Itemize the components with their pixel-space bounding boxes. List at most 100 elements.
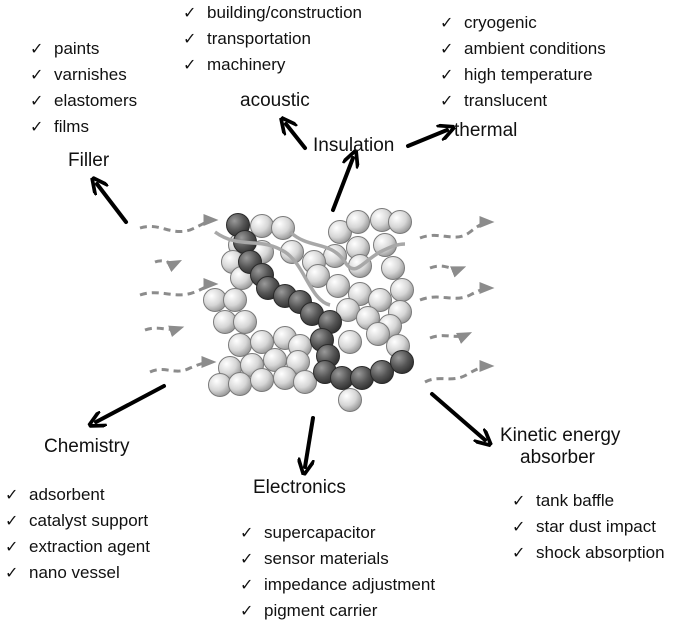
flow-arrow [149, 356, 217, 374]
flow-arrow [139, 214, 219, 233]
flow-arrow [419, 282, 495, 302]
insulation-label: Insulation [313, 135, 395, 156]
kinetic-arrow [430, 392, 485, 440]
insulation-arrow [331, 158, 353, 212]
check-icon: ✓ [240, 603, 254, 620]
light-sphere-icon [250, 330, 274, 354]
list-item: ✓catalyst support [5, 508, 150, 534]
list-item: ✓elastomers [30, 88, 137, 114]
light-sphere-icon [228, 333, 252, 357]
thermal-list: ✓cryogenic ✓ambient conditions ✓high tem… [440, 10, 606, 114]
light-sphere-icon [273, 366, 297, 390]
list-item: ✓paints [30, 36, 137, 62]
list-item: ✓adsorbent [5, 482, 150, 508]
list-item: ✓cryogenic [440, 10, 606, 36]
light-sphere-icon [368, 288, 392, 312]
electronics-arrow [305, 416, 315, 467]
list-item: ✓varnishes [30, 62, 137, 88]
chemistry-list: ✓adsorbent ✓catalyst support ✓extraction… [5, 482, 150, 586]
acoustic-arrow [286, 124, 307, 150]
flow-arrow [419, 216, 495, 240]
light-sphere-icon [338, 330, 362, 354]
category-arrows [96, 124, 485, 467]
list-item: ✓films [30, 114, 137, 140]
check-icon: ✓ [512, 493, 526, 510]
check-icon: ✓ [440, 15, 454, 32]
check-icon: ✓ [183, 57, 197, 74]
flow-arrows-left [139, 214, 219, 374]
list-item: ✓ambient conditions [440, 36, 606, 62]
acoustic-label: acoustic [240, 90, 310, 111]
list-item: ✓sensor materials [240, 546, 435, 572]
particle-cluster [203, 208, 414, 412]
check-icon: ✓ [5, 565, 19, 582]
flow-arrow [429, 332, 473, 344]
check-icon: ✓ [5, 487, 19, 504]
check-icon: ✓ [240, 551, 254, 568]
thermal-label: thermal [454, 120, 518, 141]
thermal-arrow [406, 130, 447, 148]
light-sphere-icon [293, 370, 317, 394]
dark-sphere-icon [370, 360, 394, 384]
check-icon: ✓ [512, 545, 526, 562]
light-sphere-icon [366, 322, 390, 346]
light-sphere-icon [346, 210, 370, 234]
light-sphere-icon [306, 264, 330, 288]
list-item: ✓tank baffle [512, 488, 665, 514]
light-sphere-icon [250, 368, 274, 392]
light-sphere-icon [326, 274, 350, 298]
list-item: ✓supercapacitor [240, 520, 435, 546]
check-icon: ✓ [440, 41, 454, 58]
flow-arrow [429, 264, 467, 278]
list-item: ✓extraction agent [5, 534, 150, 560]
flow-arrow [139, 278, 219, 297]
kinetic-list: ✓tank baffle ✓star dust impact ✓shock ab… [512, 488, 665, 566]
wave-path [288, 230, 406, 271]
check-icon: ✓ [30, 67, 44, 84]
list-item: ✓impedance adjustment [240, 572, 435, 598]
check-icon: ✓ [512, 519, 526, 536]
light-sphere-icon [233, 310, 257, 334]
wave-paths [213, 230, 406, 307]
light-sphere-icon [280, 240, 304, 264]
list-item: ✓translucent [440, 88, 606, 114]
kinetic-label: Kinetic energy absorber [500, 425, 620, 469]
check-icon: ✓ [183, 31, 197, 48]
check-icon: ✓ [30, 119, 44, 136]
kinetic-label-line: Kinetic energy [500, 425, 621, 446]
wave-path [213, 230, 331, 307]
light-sphere-icon [381, 256, 405, 280]
list-item: ✓high temperature [440, 62, 606, 88]
list-item: ✓transportation [183, 26, 362, 52]
list-item: ✓star dust impact [512, 514, 665, 540]
filler-list: ✓paints ✓varnishes ✓elastomers ✓films [30, 36, 137, 140]
filler-label: Filler [68, 150, 110, 171]
filler-arrow [97, 184, 128, 224]
electronics-list: ✓supercapacitor ✓sensor materials ✓imped… [240, 520, 435, 624]
acoustic-list: ✓building/construction ✓transportation ✓… [183, 0, 362, 78]
flow-arrows-right [419, 216, 495, 384]
light-sphere-icon [228, 372, 252, 396]
light-sphere-icon [223, 288, 247, 312]
check-icon: ✓ [440, 93, 454, 110]
check-icon: ✓ [183, 5, 197, 22]
chemistry-arrow [96, 384, 166, 422]
check-icon: ✓ [440, 67, 454, 84]
flow-arrow [424, 360, 495, 384]
list-item: ✓nano vessel [5, 560, 150, 586]
check-icon: ✓ [240, 525, 254, 542]
kinetic-label-line: absorber [520, 447, 595, 468]
light-sphere-icon [271, 216, 295, 240]
light-sphere-icon [338, 388, 362, 412]
check-icon: ✓ [5, 513, 19, 530]
chemistry-label: Chemistry [44, 436, 130, 457]
list-item: ✓building/construction [183, 0, 362, 26]
light-sphere-icon [388, 210, 412, 234]
light-sphere-icon [390, 278, 414, 302]
list-item: ✓shock absorption [512, 540, 665, 566]
flow-arrow [144, 325, 185, 338]
check-icon: ✓ [5, 539, 19, 556]
check-icon: ✓ [30, 41, 44, 58]
flow-arrow [154, 259, 183, 273]
